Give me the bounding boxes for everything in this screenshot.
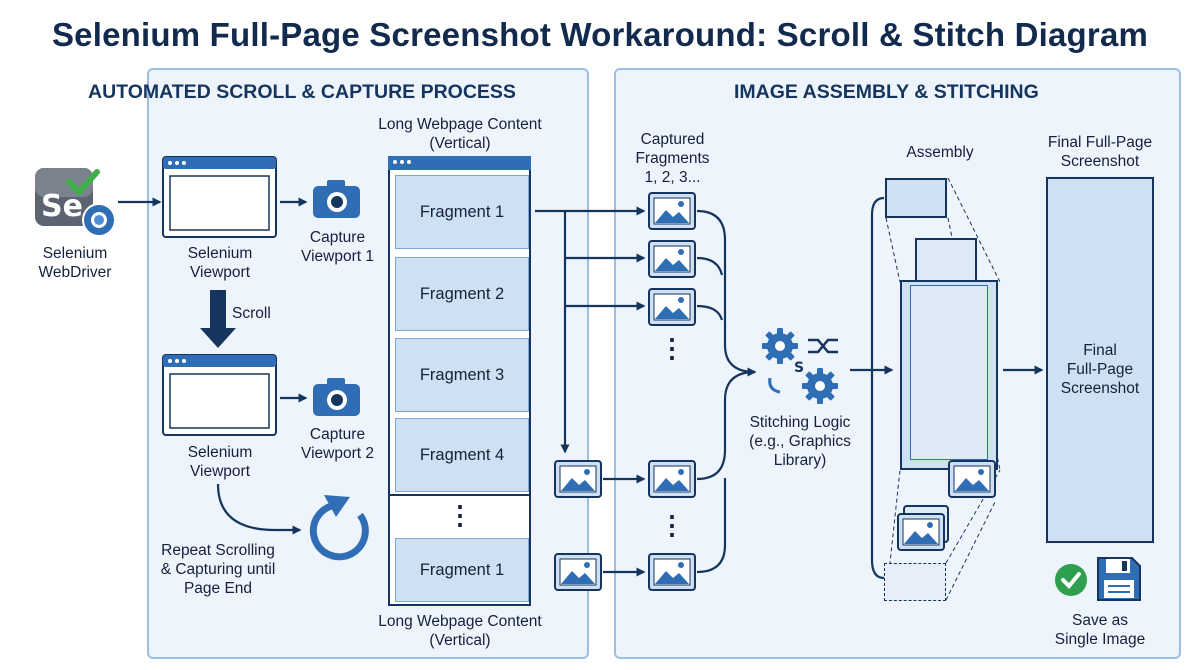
stitching-label-2: (e.g., Graphics: [749, 433, 851, 450]
fragment-2: Fragment 2: [395, 257, 529, 331]
capture-2-label-2: Viewport 2: [301, 445, 374, 462]
final-inner-label-3: Screenshot: [1060, 380, 1140, 397]
left-panel-heading: AUTOMATED SCROLL & CAPTURE PROCESS: [88, 81, 516, 103]
webdriver-label-1: Selenium: [42, 245, 108, 262]
assembly-piece-top: [885, 178, 947, 218]
captured-ellipsis-2: ⋮: [659, 510, 685, 540]
assembly-label: Assembly: [906, 144, 974, 161]
gears-icon: S: [758, 326, 848, 408]
viewport-2-label-2: Viewport: [189, 463, 251, 480]
assembly-piece-bottom: [884, 563, 946, 601]
browser-viewport-1-icon: [162, 156, 278, 240]
long-page-bottom-label-1: Long Webpage Content: [378, 613, 542, 630]
repeat-label-2: & Capturing until: [160, 561, 276, 578]
fragment-4: Fragment 4: [395, 418, 529, 492]
browser-viewport-2-icon: [162, 354, 278, 438]
final-top-label-2: Screenshot: [1060, 153, 1140, 170]
repeat-label-1: Repeat Scrolling: [161, 542, 275, 559]
stitching-label-1: Stitching Logic: [749, 414, 851, 431]
captured-label-2: Fragments: [635, 150, 710, 167]
final-screenshot: [1046, 177, 1154, 543]
stacked-images-icon: [896, 504, 952, 554]
camera-2-icon: [312, 376, 362, 418]
fragment-divider: [390, 494, 529, 496]
capture-1-label-1: Capture: [309, 229, 366, 246]
scroll-label: Scroll: [232, 305, 271, 322]
image-thumbnail-icon: [648, 240, 696, 278]
svg-text:S: S: [794, 360, 804, 376]
selenium-logo-icon: Se: [33, 166, 117, 240]
assembly-stack-front: [910, 285, 988, 460]
image-thumbnail-icon: [648, 553, 696, 591]
save-label-2: Single Image: [1054, 631, 1146, 648]
image-thumbnail-icon: [554, 460, 602, 498]
viewport-1-label-1: Selenium: [187, 245, 253, 262]
final-top-label-1: Final Full-Page: [1047, 134, 1153, 151]
scroll-arrow-icon: [200, 290, 236, 348]
viewport-1-label-2: Viewport: [189, 264, 251, 281]
check-circle-icon: [1054, 563, 1088, 597]
captured-label-1: Captured: [640, 131, 705, 148]
webdriver-label-2: WebDriver: [38, 264, 112, 281]
capture-2-label-1: Capture: [309, 426, 366, 443]
image-thumbnail-icon: [554, 553, 602, 591]
long-page-bottom-label-2: (Vertical): [429, 632, 491, 649]
image-thumbnail-icon: [648, 288, 696, 326]
fragment-last: Fragment 1: [395, 538, 529, 602]
right-panel-heading: IMAGE ASSEMBLY & STITCHING: [734, 81, 1039, 103]
captured-label-3: 1, 2, 3...: [644, 169, 701, 186]
captured-ellipsis-1: ⋮: [659, 333, 685, 363]
svg-text:Se: Se: [41, 189, 83, 224]
camera-1-icon: [312, 178, 362, 220]
diagram-title: Selenium Full-Page Screenshot Workaround…: [51, 16, 1149, 53]
image-thumbnail-icon: [948, 460, 996, 498]
fragment-1: Fragment 1: [395, 175, 529, 249]
final-inner-label-1: Final: [1083, 342, 1117, 359]
fragment-3: Fragment 3: [395, 338, 529, 412]
long-page-header: [388, 156, 531, 170]
floppy-disk-icon: [1096, 556, 1142, 602]
viewport-2-label-1: Selenium: [187, 444, 253, 461]
stitching-label-3: Library): [773, 452, 827, 469]
final-inner-label-2: Full-Page: [1066, 361, 1134, 378]
repeat-label-3: Page End: [183, 580, 253, 597]
fragment-ellipsis: ⋮: [447, 500, 473, 530]
repeat-icon: [309, 495, 369, 561]
capture-1-label-2: Viewport 1: [301, 248, 374, 265]
save-label-1: Save as: [1071, 612, 1128, 629]
long-page-top-label-1: Long Webpage Content: [378, 116, 542, 133]
long-page-top-label-2: (Vertical): [429, 135, 491, 152]
image-thumbnail-icon: [648, 192, 696, 230]
image-thumbnail-icon: [648, 460, 696, 498]
